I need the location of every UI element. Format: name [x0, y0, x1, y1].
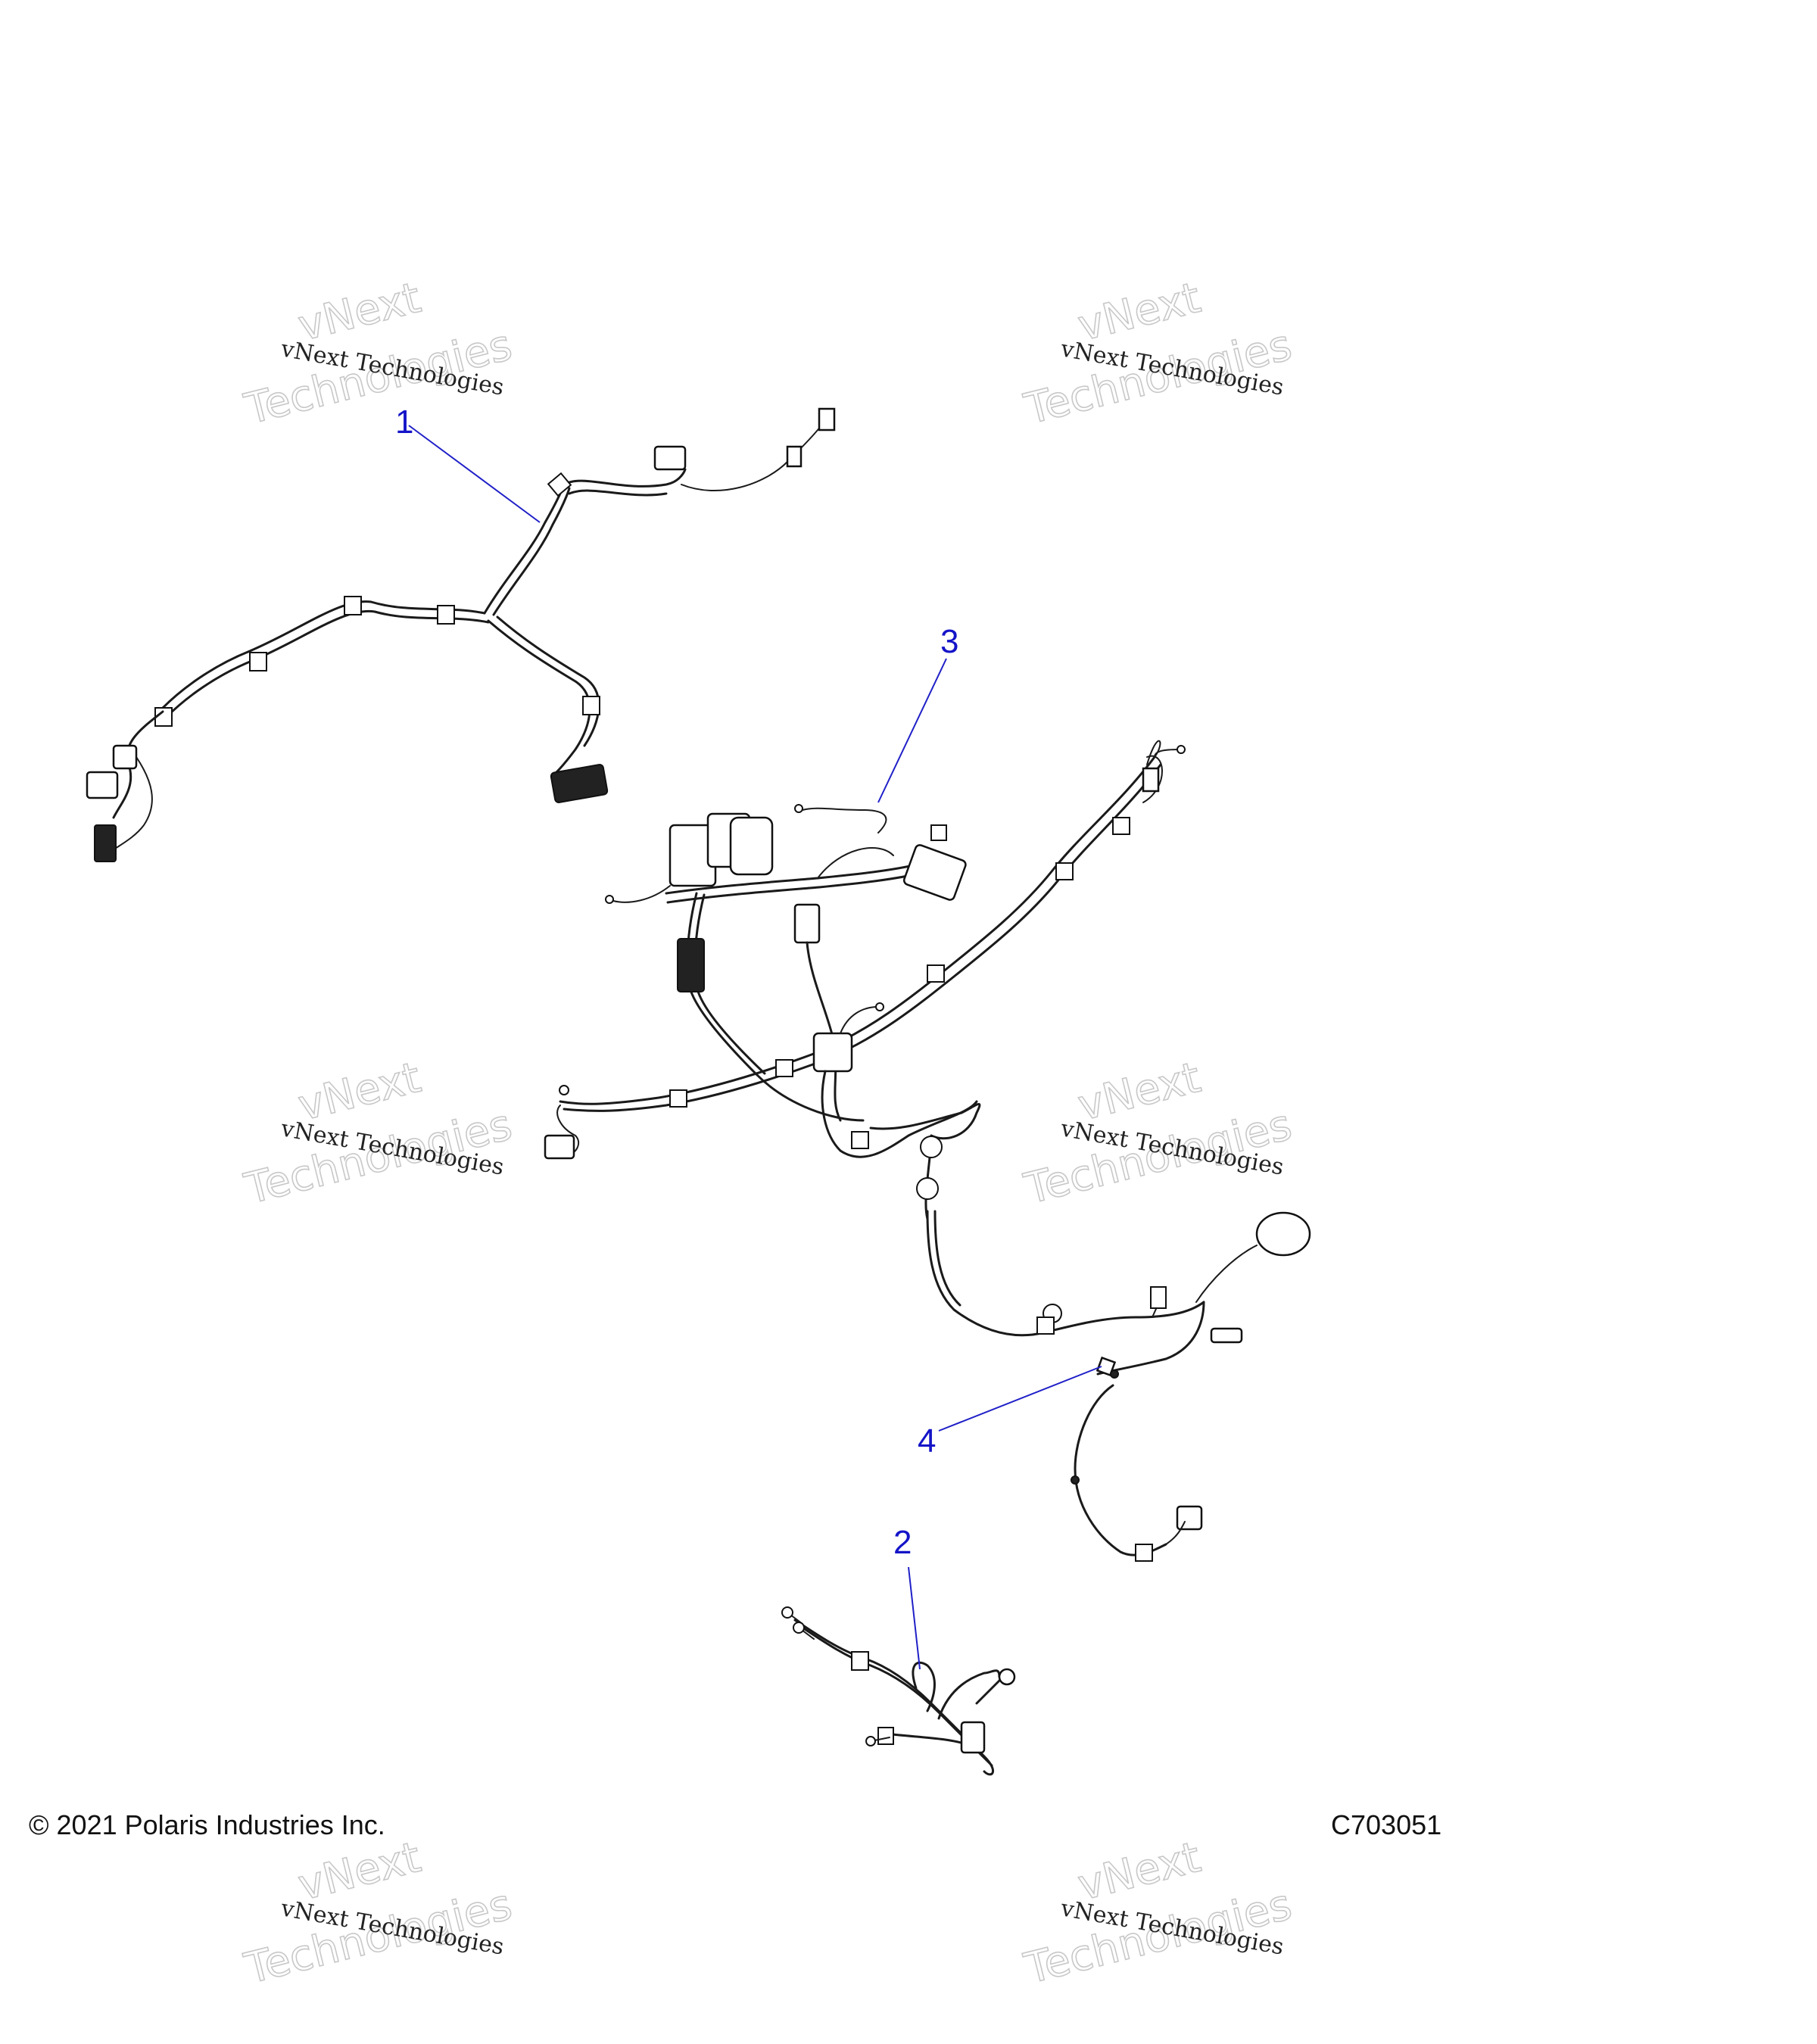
connector-icon [94, 824, 117, 862]
harness-4[interactable] [926, 1210, 1311, 1562]
clip-icon [775, 1059, 793, 1077]
svg-text:vNext: vNext [1074, 1833, 1205, 1911]
connector-icon [544, 1134, 575, 1160]
terminal-icon [1071, 1475, 1080, 1485]
leader-line [877, 658, 947, 803]
watermark-mid-left: Technologies vNext vNext Technologies [239, 1052, 517, 1214]
leader-line [408, 425, 541, 523]
connector-icon [550, 764, 609, 803]
leader-line [908, 1566, 921, 1670]
connector-icon [86, 771, 119, 799]
connector-icon [1095, 1356, 1117, 1377]
terminal-icon [559, 1085, 569, 1095]
clip-icon [877, 1727, 894, 1745]
svg-text:vNext: vNext [294, 273, 425, 351]
clip-icon [437, 605, 455, 625]
connector-icon [793, 903, 821, 944]
callout-label: 3 [940, 623, 958, 660]
callout-2[interactable]: 2 [893, 1524, 921, 1670]
loop-clamp-icon [920, 1136, 943, 1158]
clip-icon [1055, 862, 1074, 880]
connector-icon [1176, 1505, 1203, 1531]
callout-3[interactable]: 3 [877, 623, 958, 803]
svg-text:vNext: vNext [1074, 1053, 1205, 1131]
clip-icon [1036, 1316, 1055, 1335]
terminal-icon [1110, 1369, 1119, 1379]
svg-text:vNext: vNext [294, 1053, 425, 1131]
clip-icon [1112, 817, 1130, 835]
terminal-icon [793, 1622, 805, 1634]
callout-label: 2 [893, 1524, 912, 1561]
terminal-icon [781, 1606, 793, 1619]
loop-clamp-icon [916, 1177, 939, 1200]
connector-icon [729, 816, 774, 876]
leader-line [938, 1366, 1102, 1432]
clip-icon [669, 1089, 687, 1108]
callout-1[interactable]: 1 [395, 404, 541, 523]
watermark-top-right: Technologies vNext vNext Technologies [1019, 273, 1297, 435]
terminal-icon [1177, 745, 1186, 754]
connector-icon [112, 744, 138, 770]
clip-icon [927, 964, 945, 983]
figure-id: C703051 [1331, 1809, 1442, 1840]
terminal-icon [865, 1736, 876, 1746]
callout-4[interactable]: 4 [918, 1366, 1102, 1460]
watermark-top-left: Technologies vNext vNext Technologies [239, 273, 517, 435]
svg-text:vNext: vNext [294, 1833, 425, 1911]
clip-icon [249, 652, 267, 671]
connector-icon [786, 445, 803, 468]
connector-icon [677, 938, 705, 992]
sensor-icon [1255, 1211, 1311, 1257]
clip-icon [344, 596, 362, 615]
harness-3[interactable] [544, 740, 1186, 1220]
connector-icon [812, 1032, 853, 1073]
watermark-bottom-left: Technologies vNext vNext Technologies [239, 1832, 517, 1994]
connector-icon [960, 1721, 986, 1754]
connector-icon [653, 445, 687, 471]
connector-icon [1142, 767, 1160, 793]
callout-label: 4 [918, 1422, 936, 1460]
watermark-bottom-right: Technologies vNext vNext Technologies [1019, 1832, 1297, 1994]
clip-icon [1150, 1286, 1167, 1309]
clip-icon [851, 1651, 869, 1671]
terminal-icon [794, 804, 803, 813]
clip-icon [582, 696, 600, 715]
connector-icon [1210, 1327, 1243, 1344]
clip-icon [1135, 1544, 1153, 1562]
clip-icon [851, 1131, 869, 1149]
harness-2[interactable] [781, 1606, 1016, 1776]
svg-text:vNext: vNext [1074, 273, 1205, 351]
watermark-mid-right: Technologies vNext vNext Technologies [1019, 1052, 1297, 1214]
connector-icon [902, 844, 967, 901]
callout-label: 1 [395, 404, 413, 441]
connector-icon [818, 407, 836, 432]
copyright-text: © 2021 Polaris Industries Inc. [29, 1809, 385, 1840]
clip-icon [547, 472, 572, 497]
terminal-icon [875, 1002, 884, 1011]
harness-1[interactable] [86, 407, 836, 862]
terminal-icon [998, 1668, 1016, 1686]
terminal-icon [605, 895, 614, 904]
clip-icon [930, 824, 947, 841]
